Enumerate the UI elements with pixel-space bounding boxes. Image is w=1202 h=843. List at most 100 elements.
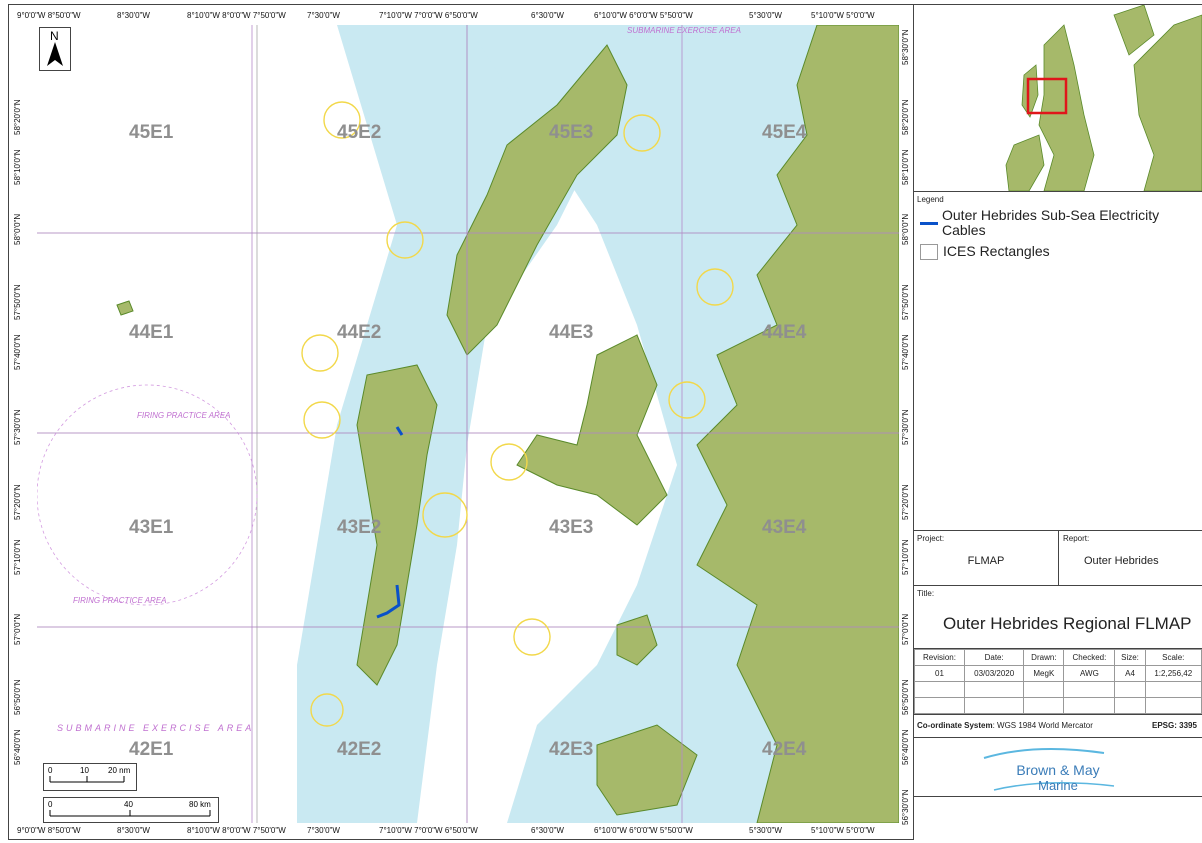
land	[116, 25, 899, 823]
table-header-cell: Drawn:	[1023, 649, 1065, 666]
ices-rectangle-label: 45E1	[129, 122, 174, 143]
bottom-tick-label: 5°10'0"W 5°0'0"W	[811, 826, 875, 835]
ices-rectangle-label: 44E1	[129, 322, 174, 343]
map-title: Outer Hebrides Regional FLMAP	[943, 614, 1192, 633]
brown-may-logo	[983, 748, 1115, 791]
ices-rectangle-grid	[37, 25, 899, 823]
info-panel: Legend Outer Hebrides Sub-Sea Electricit…	[913, 4, 1202, 797]
left-tick-label: 58°20'0"N	[13, 99, 22, 135]
scale-km-label: 0	[48, 800, 53, 809]
scale-nm-label: 20 nm	[108, 766, 131, 775]
left-tick-label: 57°40'0"N	[13, 334, 22, 370]
locator-box	[1026, 77, 1068, 115]
electricity-cables	[376, 426, 404, 619]
table-cell: MegK	[1023, 665, 1065, 682]
project-value: FLMAP	[967, 555, 1005, 567]
table-cell: A4	[1114, 665, 1146, 682]
right-tick-label: 57°30'0"N	[901, 409, 910, 445]
revision-table: Revision:Date:Drawn:Checked:Size:Scale: …	[914, 649, 1202, 715]
scale-nm-label: 10	[80, 766, 89, 775]
scale-bar-nm: 0 10 20 nm	[43, 763, 137, 791]
table-header-cell: Revision:	[914, 649, 965, 666]
north-label: N	[50, 29, 59, 43]
white-box-icon	[920, 244, 938, 260]
right-tick-label: 58°20'0"N	[901, 99, 910, 135]
project-label: Project:	[917, 534, 945, 543]
bottom-tick-label: 7°10'0"W 7°0'0"W 6°50'0"W	[379, 826, 478, 835]
yellow-circles	[301, 101, 734, 727]
ices-rectangle-label: 43E4	[762, 517, 807, 538]
right-tick-label: 56°30'0"N	[901, 789, 910, 825]
right-tick-label: 58°0'0"N	[901, 213, 910, 245]
north-arrow: N	[39, 27, 71, 71]
left-tick-label: 56°40'0"N	[13, 729, 22, 765]
left-tick-label: 58°10'0"N	[13, 149, 22, 185]
right-tick-label: 57°20'0"N	[901, 484, 910, 520]
legend: Legend Outer Hebrides Sub-Sea Electricit…	[914, 192, 1202, 531]
ices-rectangle-label: 43E2	[337, 517, 381, 538]
ices-rectangle-label: 44E2	[337, 322, 381, 343]
scale-km-label: 80 km	[189, 800, 211, 809]
bottom-tick-label: 6°30'0"W	[531, 826, 564, 835]
bottom-tick-label: 9°0'0"W 8°50'0"W	[17, 826, 81, 835]
table-header-cell: Date:	[963, 649, 1025, 666]
left-tick-label: 57°50'0"N	[13, 284, 22, 320]
top-tick-label: 7°10'0"W 7°0'0"W 6°50'0"W	[379, 11, 478, 20]
firing-practice-circle	[37, 384, 258, 606]
left-tick-label: 57°0'0"N	[13, 613, 22, 645]
right-tick-label: 56°50'0"N	[901, 679, 910, 715]
legend-item-cables: Outer Hebrides Sub-Sea Electricity Cable…	[920, 208, 1196, 238]
chart-note: SUBMARINE EXERCISE AREA	[57, 723, 254, 733]
ices-rectangle-label: 42E2	[337, 739, 381, 760]
ices-rectangle-label: 43E3	[549, 517, 593, 538]
table-header-cell: Scale:	[1144, 649, 1202, 666]
coord-value: : WGS 1984 World Mercator	[992, 721, 1093, 730]
table-header-row: Revision:Date:Drawn:Checked:Size:Scale:	[914, 649, 1202, 666]
logo-line2: Marine	[1038, 778, 1078, 793]
ices-rectangle-label: 45E3	[549, 122, 593, 143]
epsg-label: EPSG: 3395	[1152, 721, 1197, 730]
right-tick-label: 58°10'0"N	[901, 149, 910, 185]
chart-note: FIRING PRACTICE AREA	[137, 411, 231, 420]
ices-rectangle-label: 42E1	[129, 739, 174, 760]
chart-note: SUBMARINE EXERCISE AREA	[627, 26, 741, 35]
right-tick-label: 57°0'0"N	[901, 613, 910, 645]
table-header-cell: Size:	[1114, 649, 1146, 666]
scale-bar-km: 0 40 80 km	[43, 797, 219, 823]
legend-title: Legend	[917, 195, 944, 204]
report-label: Report:	[1063, 534, 1090, 543]
top-tick-label: 8°10'0"W 8°0'0"W 7°50'0"W	[187, 11, 286, 20]
bottom-tick-label: 7°30'0"W	[307, 826, 340, 835]
coordinate-system-row: Co-ordinate System: WGS 1984 World Merca…	[914, 715, 1202, 738]
scale-km-label: 40	[124, 800, 133, 809]
table-cell: 01	[914, 665, 965, 682]
right-tick-label: 58°30'0"N	[901, 29, 910, 65]
bottom-tick-label: 8°30'0"W	[117, 826, 150, 835]
ices-rectangle-label: 42E4	[762, 739, 807, 760]
left-tick-label: 57°10'0"N	[13, 539, 22, 575]
company-logo: Brown & May Marine	[914, 738, 1202, 796]
ices-rectangle-label: 44E3	[549, 322, 593, 343]
project-report-row: Project: FLMAP Report: Outer Hebrides	[914, 531, 1202, 586]
left-tick-label: 57°30'0"N	[13, 409, 22, 445]
logo-line1: Brown & May	[1016, 762, 1100, 778]
top-tick-label: 9°0'0"W 8°50'0"W	[17, 11, 81, 20]
top-tick-label: 5°30'0"W	[749, 11, 782, 20]
top-tick-label: 6°10'0"W 6°0'0"W 5°50'0"W	[594, 11, 693, 20]
top-tick-label: 8°30'0"W	[117, 11, 150, 20]
report-value: Outer Hebrides	[1084, 555, 1159, 567]
ices-rectangle-label: 45E4	[762, 122, 807, 143]
blue-line-icon	[920, 222, 938, 225]
left-tick-label: 58°0'0"N	[13, 213, 22, 245]
table-cell: AWG	[1063, 665, 1116, 682]
ices-rectangle-label: 44E4	[762, 322, 807, 343]
legend-item-ices: ICES Rectangles	[920, 244, 1050, 260]
right-tick-label: 57°10'0"N	[901, 539, 910, 575]
bottom-tick-label: 5°30'0"W	[749, 826, 782, 835]
bottom-tick-label: 8°10'0"W 8°0'0"W 7°50'0"W	[187, 826, 286, 835]
table-header-cell: Checked:	[1063, 649, 1116, 666]
